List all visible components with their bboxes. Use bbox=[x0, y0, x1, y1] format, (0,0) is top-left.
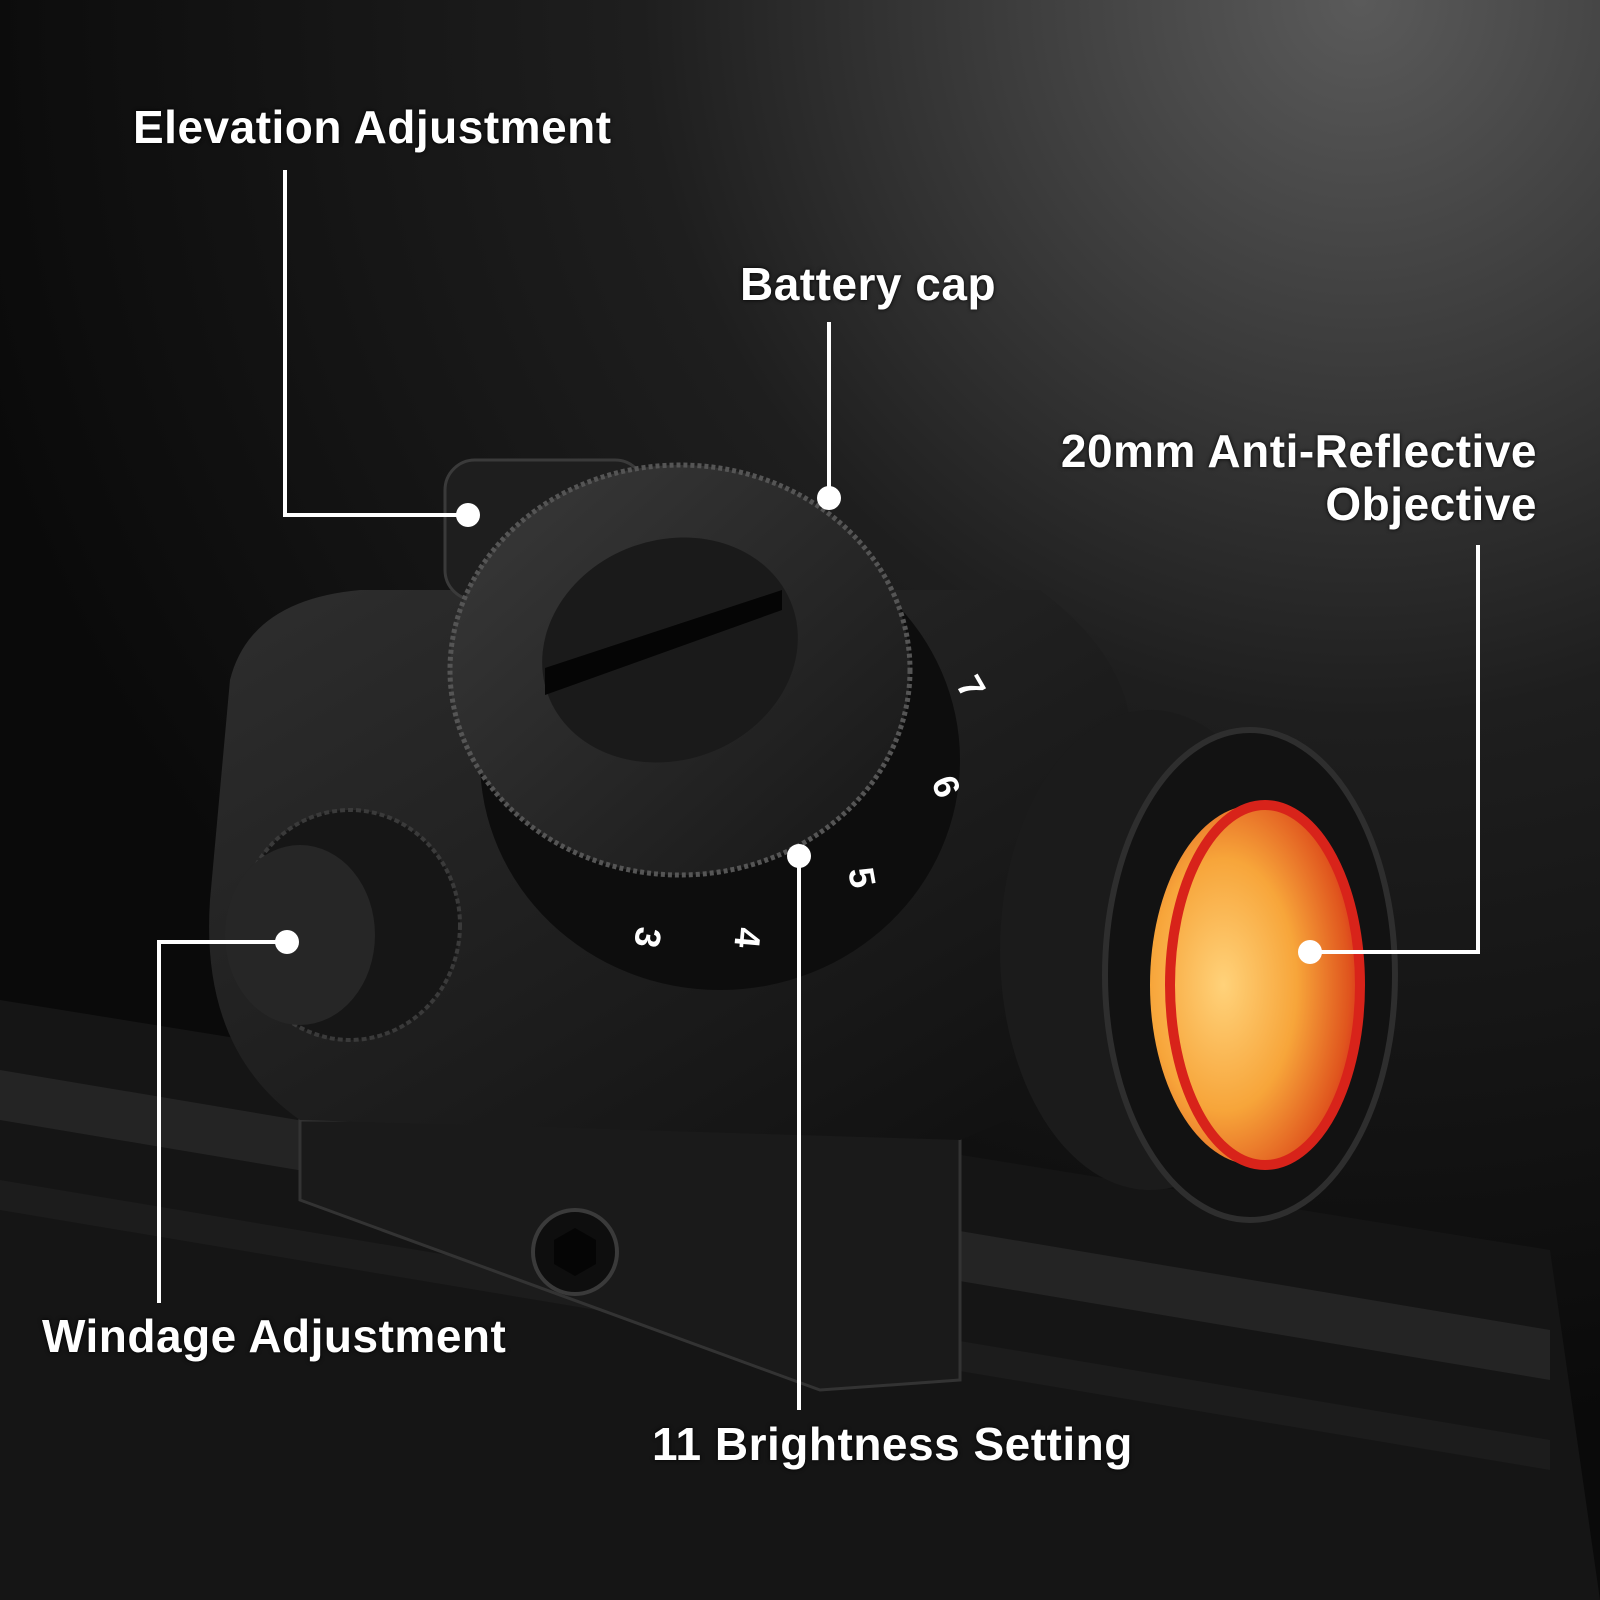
hex-socket bbox=[554, 1228, 596, 1276]
battery-cap-slot bbox=[545, 590, 782, 695]
dial-number: 4 bbox=[726, 926, 769, 950]
windage-knob-face bbox=[225, 845, 375, 1025]
battery-callout-line bbox=[827, 322, 831, 498]
windage-callout-line bbox=[157, 940, 287, 944]
objective-label-line1: 20mm Anti-Reflective bbox=[1060, 425, 1537, 477]
brightness-callout-dot bbox=[787, 844, 811, 868]
brightness-setting-label: 11 Brightness Setting bbox=[652, 1418, 1133, 1470]
elevation-callout-dot bbox=[456, 503, 480, 527]
objective-callout-line bbox=[1310, 950, 1480, 954]
objective-callout-dot bbox=[1298, 940, 1322, 964]
elevation-adjustment-label: Elevation Adjustment bbox=[133, 101, 612, 153]
brightness-callout-line bbox=[797, 856, 801, 1410]
windage-callout-line bbox=[157, 940, 161, 1303]
elevation-callout-line bbox=[283, 170, 287, 517]
battery-callout-dot bbox=[817, 486, 841, 510]
objective-lens bbox=[1150, 805, 1360, 1165]
lens-rim bbox=[1165, 800, 1365, 1170]
objective-label-line2: Objective bbox=[1325, 477, 1537, 530]
windage-callout-dot bbox=[275, 930, 299, 954]
battery-cap-label: Battery cap bbox=[740, 258, 997, 310]
objective-label: 20mm Anti-Reflective Objective bbox=[1061, 425, 1537, 531]
windage-adjustment-label: Windage Adjustment bbox=[42, 1310, 507, 1362]
elevation-callout-line bbox=[283, 513, 469, 517]
objective-callout-line bbox=[1476, 545, 1480, 954]
